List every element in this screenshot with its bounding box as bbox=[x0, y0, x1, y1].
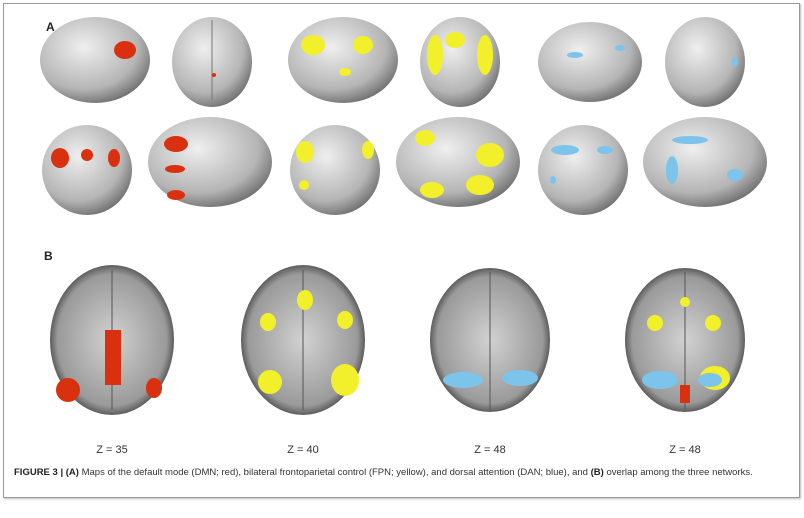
brain-dmn-dorsal bbox=[148, 117, 272, 207]
slice-label: Z = 35 bbox=[96, 444, 128, 456]
panel-b-label: B bbox=[44, 249, 53, 263]
brain-dan-posterior bbox=[665, 17, 745, 107]
slice-dmn bbox=[50, 265, 174, 415]
brain-dmn-top bbox=[42, 125, 132, 215]
caption-b-marker: (B) bbox=[590, 467, 604, 478]
panel-a-label: A bbox=[46, 20, 55, 34]
brain-dan-lateral bbox=[538, 22, 642, 102]
brain-fpn-top bbox=[290, 125, 380, 215]
figure-caption: FIGURE 3 | (A) Maps of the default mode … bbox=[14, 465, 789, 481]
brain-dan-top bbox=[538, 125, 628, 215]
slice-fpn bbox=[241, 265, 365, 415]
brain-dmn-lateral bbox=[40, 17, 150, 103]
slice-overlap bbox=[625, 268, 745, 412]
slice-label: Z = 48 bbox=[474, 444, 506, 456]
caption-figure-number: FIGURE 3 | bbox=[14, 467, 66, 478]
slice-label: Z = 40 bbox=[287, 444, 319, 456]
brain-fpn-lateral bbox=[288, 17, 398, 103]
figure-frame bbox=[3, 3, 800, 498]
slice-label: Z = 48 bbox=[669, 444, 701, 456]
brain-dmn-posterior bbox=[172, 17, 252, 107]
caption-text-end: overlap among the three networks. bbox=[603, 467, 753, 478]
caption-text: Maps of the default mode (DMN; red), bil… bbox=[78, 467, 591, 478]
caption-a-marker: (A) bbox=[65, 467, 79, 478]
brain-fpn-posterior bbox=[420, 17, 500, 107]
brain-dan-dorsal bbox=[643, 117, 767, 207]
brain-fpn-dorsal bbox=[396, 117, 520, 207]
slice-dan bbox=[430, 268, 550, 412]
